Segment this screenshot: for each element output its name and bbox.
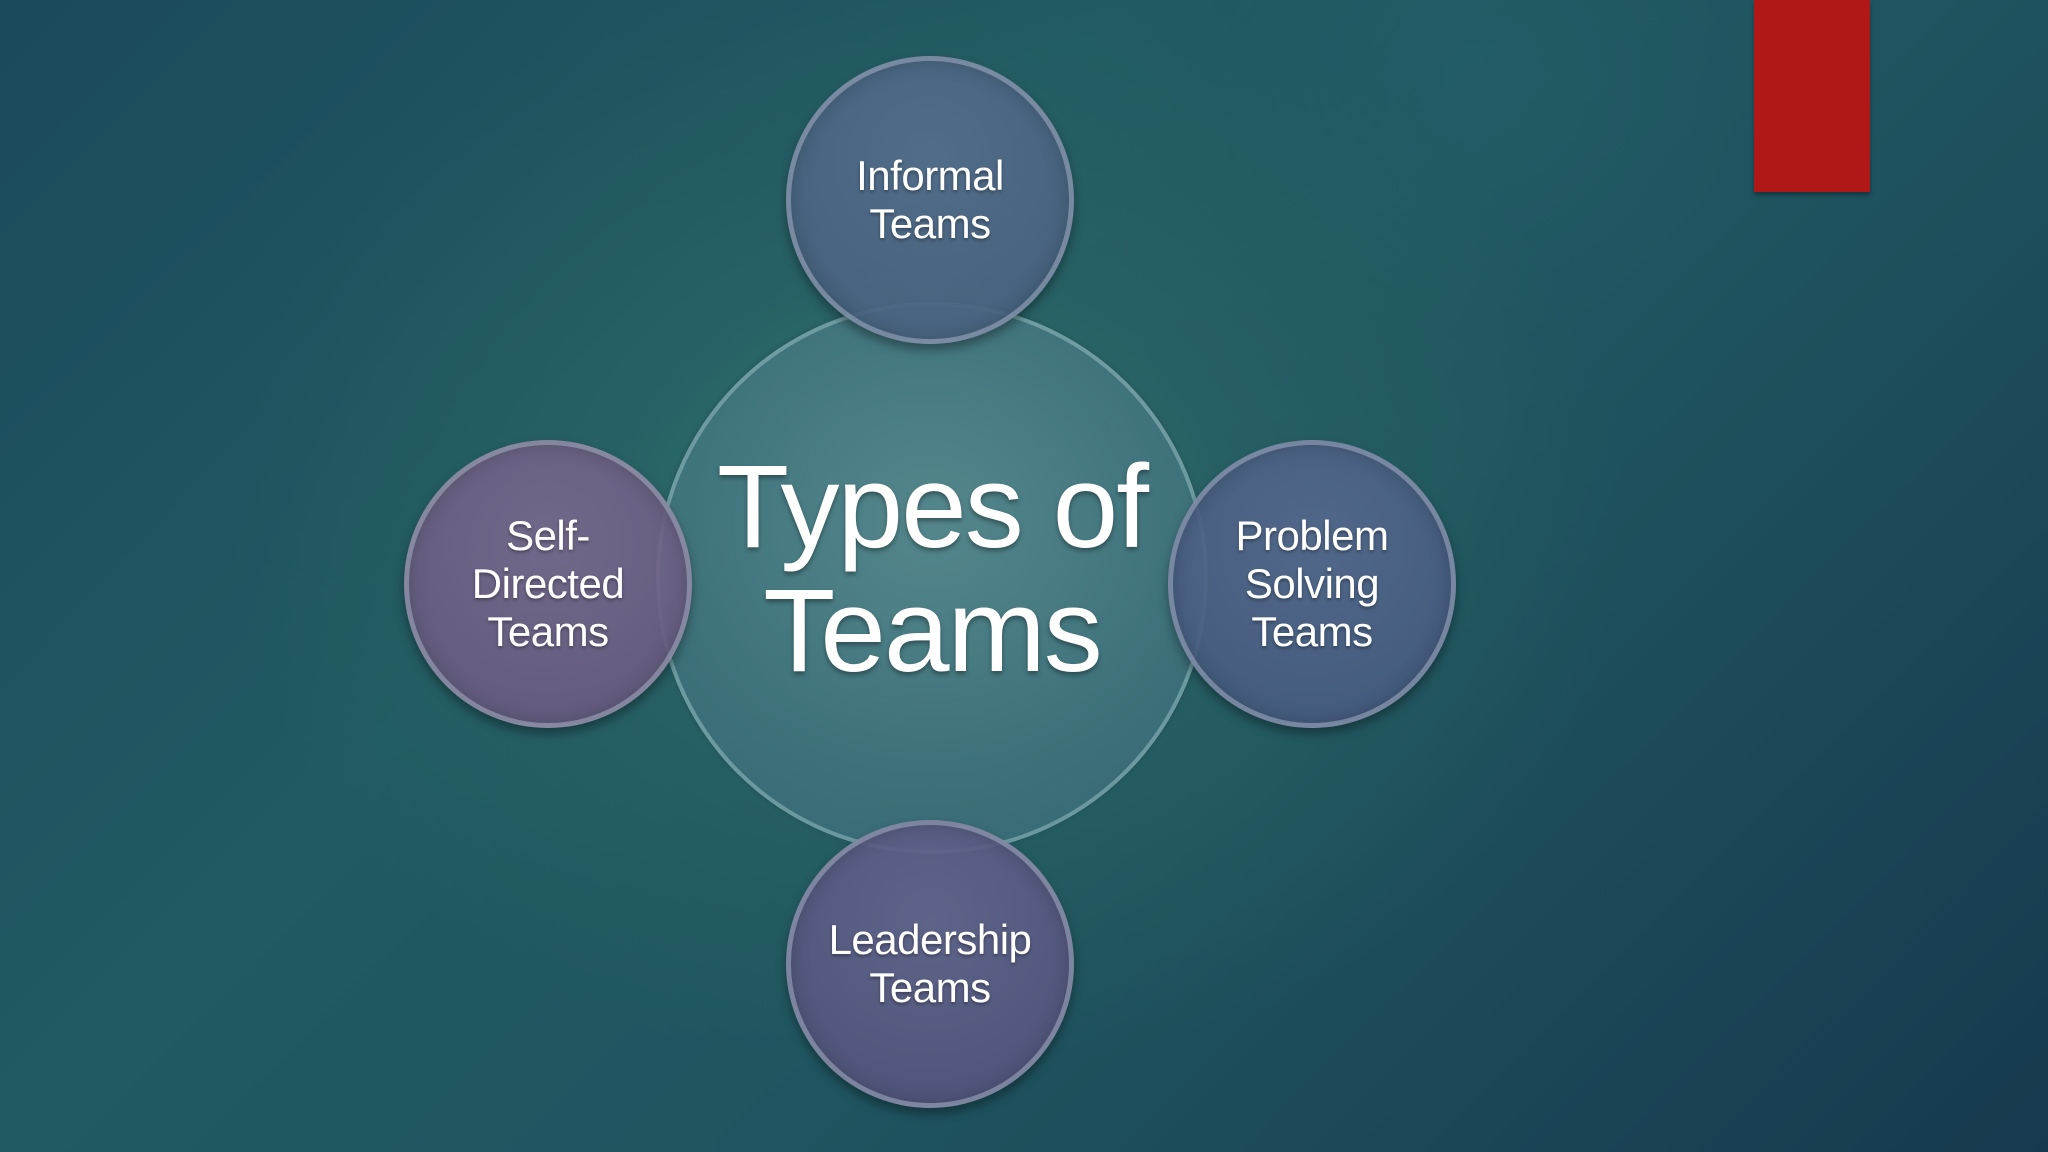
satellite-label-informal-teams: Informal Teams (856, 152, 1004, 247)
satellite-label-self-directed-teams: Self- Directed Teams (471, 512, 625, 655)
satellite-circle-problem-solving-teams: Problem Solving Teams (1168, 440, 1456, 728)
satellite-label-problem-solving-teams: Problem Solving Teams (1235, 512, 1389, 655)
center-circle: Types of Teams (656, 302, 1208, 854)
satellite-circle-leadership-teams: Leadership Teams (786, 820, 1074, 1108)
satellite-circle-informal-teams: Informal Teams (786, 56, 1074, 344)
red-accent-bar (1754, 0, 1870, 192)
satellite-label-leadership-teams: Leadership Teams (828, 916, 1032, 1011)
satellite-circle-self-directed-teams: Self- Directed Teams (404, 440, 692, 728)
center-title: Types of Teams (716, 441, 1149, 697)
